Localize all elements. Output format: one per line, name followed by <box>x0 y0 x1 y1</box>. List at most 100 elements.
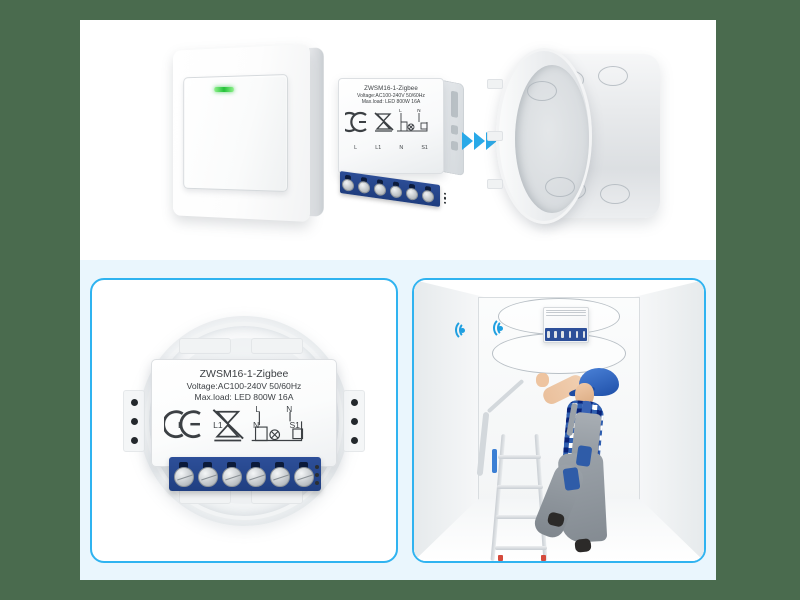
module-body: ZWSM16-1-Zigbee Voltage:AC100-240V 50/60… <box>151 358 337 467</box>
module-model-text: ZWSM16-1-Zigbee <box>364 85 418 92</box>
back-box-segment <box>251 337 303 354</box>
terminal-block <box>545 328 588 342</box>
terminal-screw[interactable] <box>374 182 386 197</box>
hand <box>535 372 549 388</box>
terminal-screw[interactable] <box>198 466 218 487</box>
terminal-label-l1: L1 <box>213 419 223 430</box>
terminal-screw[interactable] <box>270 466 290 487</box>
module-vent-slot <box>451 140 458 151</box>
module-body: ZWSM16-1-Zigbee Voltage:AC100-240V 50/60… <box>338 78 444 174</box>
module-in-back-box-panel: ZWSM16-1-Zigbee Voltage:AC100-240V 50/60… <box>90 278 398 563</box>
terminal-screw[interactable] <box>222 466 242 487</box>
terminal-screw[interactable] <box>390 185 402 199</box>
screw-hole-icon <box>131 398 138 406</box>
knockout-icon <box>600 184 630 204</box>
module-vent-slot <box>451 124 458 135</box>
module-terminal-labels: L L1 N S1 <box>178 420 300 430</box>
screw-hole-icon <box>351 417 358 425</box>
wall-switch-rocker[interactable] <box>183 74 288 192</box>
diagram-label-L: L <box>399 109 402 114</box>
terminal-screw[interactable] <box>246 466 266 487</box>
mounting-ear <box>343 389 365 452</box>
terminal-hole <box>299 461 308 469</box>
tool-pocket <box>562 467 580 492</box>
module-maxload-text: Max.load: LED 800W 16A <box>361 99 421 106</box>
back-box-front-ring <box>487 48 592 224</box>
diagram-label-N: N <box>286 406 292 414</box>
module-voltage-text: Voltage:AC100-240V 50/60Hz <box>357 92 425 99</box>
cert-and-wiring-svg: L N <box>339 108 428 133</box>
cert-and-wiring-svg: L N <box>162 404 304 441</box>
terminal-hole <box>251 461 260 469</box>
zigbee-module-ceiling <box>543 306 590 344</box>
indicator-led <box>214 86 234 93</box>
module-model-text: ZWSM16-1-Zigbee <box>199 367 289 380</box>
module-side-face <box>442 79 464 177</box>
module-label: ZWSM16-1-Zigbee Voltage:AC100-240V 50/60… <box>160 367 328 404</box>
wall-switch-side-edge <box>309 47 324 217</box>
ladder-step <box>495 515 545 520</box>
mounting-ear <box>123 389 145 452</box>
zigbee-module: ZWSM16-1-Zigbee Voltage:AC100-240V 50/60… <box>338 78 470 208</box>
module-certification-marks: L N <box>162 404 324 452</box>
ladder-step <box>494 545 547 550</box>
back-box-segment <box>179 337 231 354</box>
ce-mark-e-icon <box>350 111 367 133</box>
electrician-worker <box>530 364 629 553</box>
screw-hole-icon <box>351 436 358 444</box>
terminal-hole <box>203 461 212 469</box>
mounting-tab <box>487 79 503 89</box>
terminal-screw[interactable] <box>342 178 354 192</box>
mounting-tab <box>487 179 503 189</box>
module-label: ZWSM16-1-Zigbee Voltage:AC100-240V 50/60… <box>344 85 438 106</box>
module-vent-slot <box>451 90 458 118</box>
ladder-step <box>497 454 541 459</box>
screw-hole-icon <box>351 398 358 406</box>
step-ladder <box>476 378 577 561</box>
terminal-label-n: N <box>399 145 404 151</box>
screw-hole-icon <box>131 417 138 425</box>
knockout-icon <box>545 177 575 197</box>
terminal-hole <box>227 461 236 469</box>
knockout-icon <box>598 66 628 86</box>
wiring-diagram-icon <box>251 411 304 441</box>
diagram-label-N: N <box>417 109 421 114</box>
terminal-label-l: L <box>178 419 183 430</box>
terminal-indicator-dots <box>315 464 319 485</box>
ceiling-installation-panel <box>412 278 706 563</box>
terminal-screw[interactable] <box>174 466 194 487</box>
terminal-label-l1: L1 <box>375 145 382 151</box>
module-voltage-text: Voltage:AC100-240V 50/60Hz <box>186 380 302 391</box>
terminal-label-s1: S1 <box>289 419 300 430</box>
ladder-foot-cap <box>497 554 503 561</box>
module-terminal-labels: L L1 N S1 <box>345 145 437 151</box>
weee-crossed-bin-icon <box>212 408 244 441</box>
product-image-canvas: ZWSM16-1-Zigbee Voltage:AC100-240V 50/60… <box>80 20 716 580</box>
chevron-right-icon <box>486 132 497 150</box>
module-label <box>546 309 587 326</box>
ladder-handrail-post <box>476 412 490 477</box>
chevron-right-icon <box>462 132 473 150</box>
knockout-icon <box>527 81 557 101</box>
zigbee-module: ZWSM16-1-Zigbee Voltage:AC100-240V 50/60… <box>151 358 337 491</box>
terminal-screw[interactable] <box>406 187 418 201</box>
terminal-screw[interactable] <box>294 466 314 487</box>
terminal-hole <box>275 461 284 469</box>
module-maxload-text: Max.load: LED 800W 16A <box>194 392 294 403</box>
ladder-step <box>496 485 543 490</box>
wall-back-box <box>487 48 666 228</box>
terminal-screw[interactable] <box>358 180 370 195</box>
terminal-hole <box>179 461 188 469</box>
back-box-cavity <box>515 65 589 213</box>
back-box-lip <box>145 321 343 520</box>
room-scene <box>414 280 704 561</box>
mounting-tab <box>487 131 503 141</box>
terminal-label-l: L <box>354 145 358 151</box>
terminal-screw[interactable] <box>422 189 434 204</box>
ce-mark-e-icon <box>179 409 201 438</box>
weee-crossed-bin-icon <box>374 112 394 132</box>
work-boot <box>574 537 592 553</box>
terminal-label-n: N <box>252 419 260 430</box>
ladder-blue-accent <box>491 448 497 473</box>
terminal-block <box>169 456 321 491</box>
